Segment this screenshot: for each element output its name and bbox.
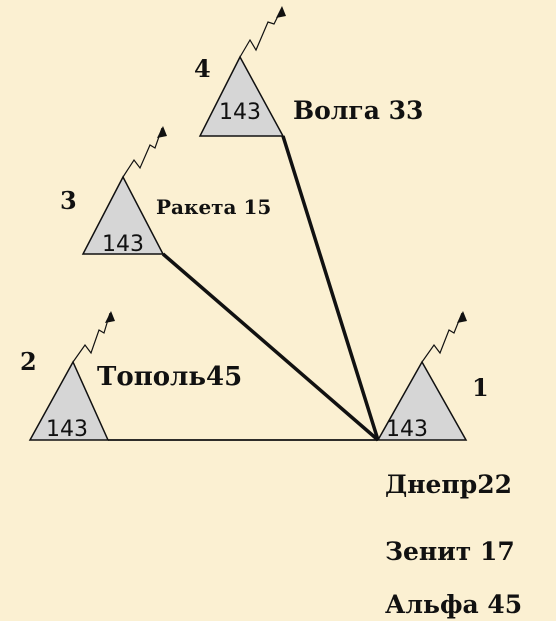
extra-label-zenit: Зенит 17 bbox=[385, 537, 515, 566]
station-1-triangle bbox=[376, 311, 468, 441]
station-1-name: Днепр22 bbox=[385, 470, 513, 499]
station-4-number: 4 bbox=[194, 54, 211, 83]
antenna-icon bbox=[122, 127, 163, 178]
station-3-code: 143 bbox=[102, 232, 144, 257]
station-4-name: Волга 33 bbox=[293, 96, 424, 125]
station-1-code: 143 bbox=[386, 417, 428, 442]
station-2-code: 143 bbox=[46, 417, 88, 442]
station-2-number: 2 bbox=[20, 347, 37, 376]
link-1-3 bbox=[161, 252, 380, 442]
antenna-icon bbox=[239, 7, 283, 58]
station-2-name: Тополь45 bbox=[97, 362, 243, 392]
station-1-number: 1 bbox=[472, 373, 489, 402]
station-3-number: 3 bbox=[60, 186, 77, 215]
antenna-icon bbox=[72, 312, 111, 363]
station-3-triangle bbox=[81, 126, 167, 255]
extra-label-alfa: Альфа 45 bbox=[385, 590, 523, 619]
station-2-triangle bbox=[28, 311, 115, 441]
station-3-name: Ракета 15 bbox=[156, 195, 272, 219]
station-4-triangle bbox=[198, 6, 286, 137]
antenna-icon bbox=[421, 312, 463, 363]
link-1-4 bbox=[281, 135, 380, 441]
station-4-code: 143 bbox=[219, 100, 261, 125]
